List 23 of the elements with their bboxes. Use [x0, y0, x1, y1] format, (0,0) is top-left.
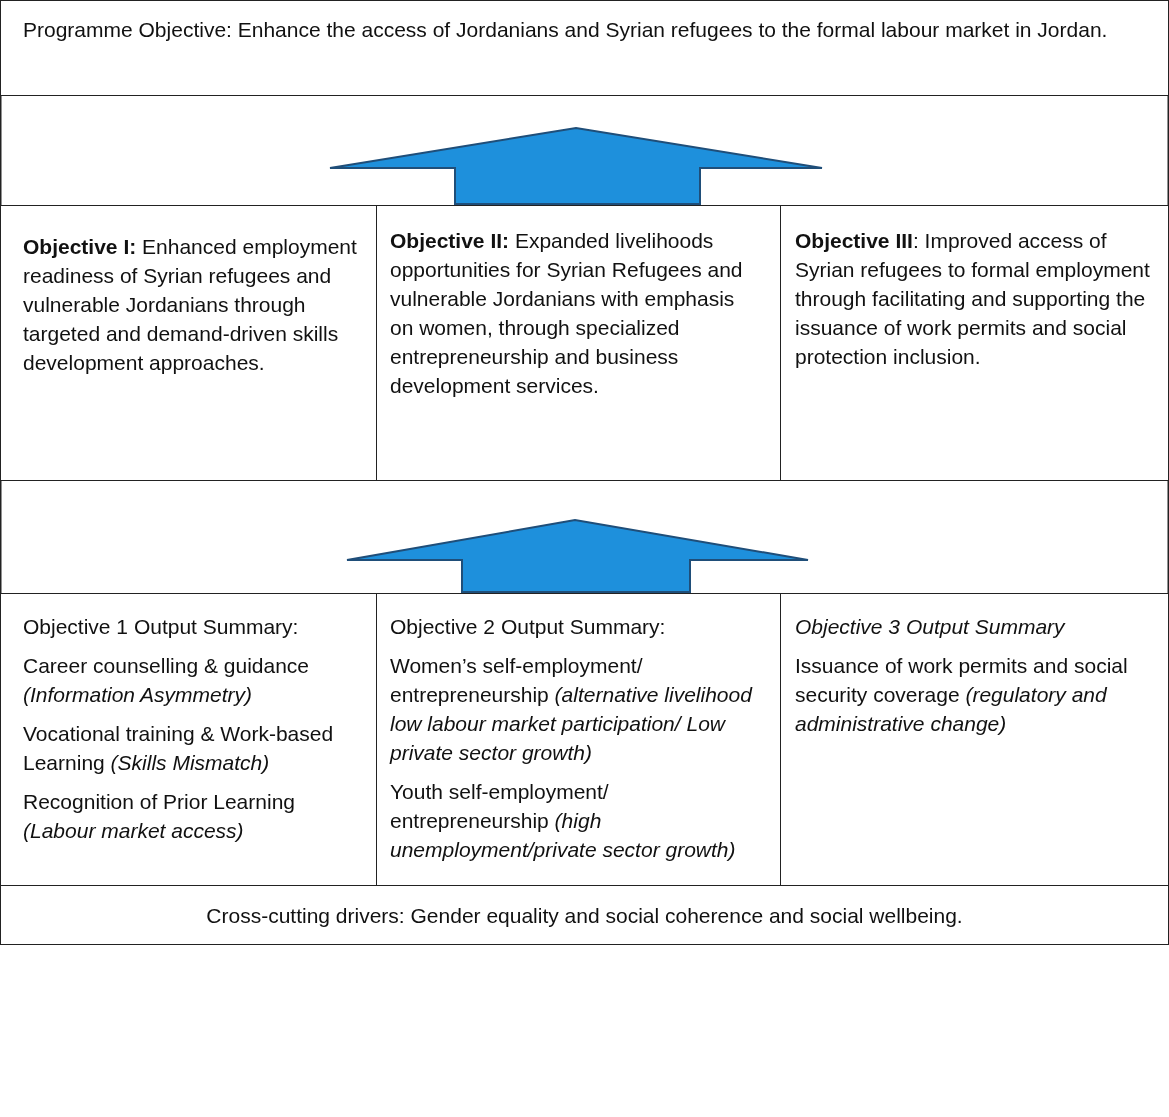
cell-text: Women’s self-employment/ entrepreneurship (alternative livelihood low labour market participation/ Low private sector growth) — [390, 653, 754, 766]
cell-text: Issuance of work permits and social security coverage (regulatory and administrative change) — [795, 653, 1129, 737]
cell-text: Objective I: Enhanced employment readiness of Syrian refugees and vulnerable Jordanians through targeted and demand-driven skills development approaches. — [23, 234, 358, 376]
cell-heading: Objective 1 Output Summary: — [23, 614, 300, 640]
cell-text: Vocational training & Work-based Learning (Skills Mismatch) — [23, 721, 335, 776]
table-cell — [780, 593, 1169, 886]
cell-heading: Objective 3 Output Summary — [795, 614, 1067, 640]
cell-text: Objective III: Improved access of Syrian refugees to formal employment through facilitating and supporting the issuance of work permits and social protection inclusion. — [795, 228, 1151, 370]
block-arrow — [346, 519, 809, 593]
cell-text: Youth self-employment/ entrepreneurship (high unemployment/private sector growth) — [390, 779, 737, 863]
cell-text: Recognition of Prior Learning (Labour market access) — [23, 789, 296, 844]
cell-heading: Objective 2 Output Summary: — [390, 614, 667, 640]
block-arrow — [329, 127, 823, 205]
cell-text: Career counselling & guidance (Information Asymmetry) — [23, 653, 310, 708]
table-cell — [376, 205, 781, 481]
table-cell — [780, 205, 1169, 481]
table-cell — [0, 593, 377, 886]
table-cell — [0, 0, 1169, 96]
cell-text: Objective II: Expanded livelihoods opportunities for Syrian Refugees and vulnerable Jordanians with emphasis on women, through specialized entrepreneurship and business development services. — [390, 228, 744, 399]
cell-text: Programme Objective: Enhance the access of Jordanians and Syrian refugees to the formal labour market in Jordan. — [23, 17, 1109, 43]
table-cell — [0, 885, 1169, 945]
table-cell — [0, 205, 377, 481]
cell-text: Cross-cutting drivers: Gender equality and social coherence and social wellbeing. — [205, 903, 964, 929]
